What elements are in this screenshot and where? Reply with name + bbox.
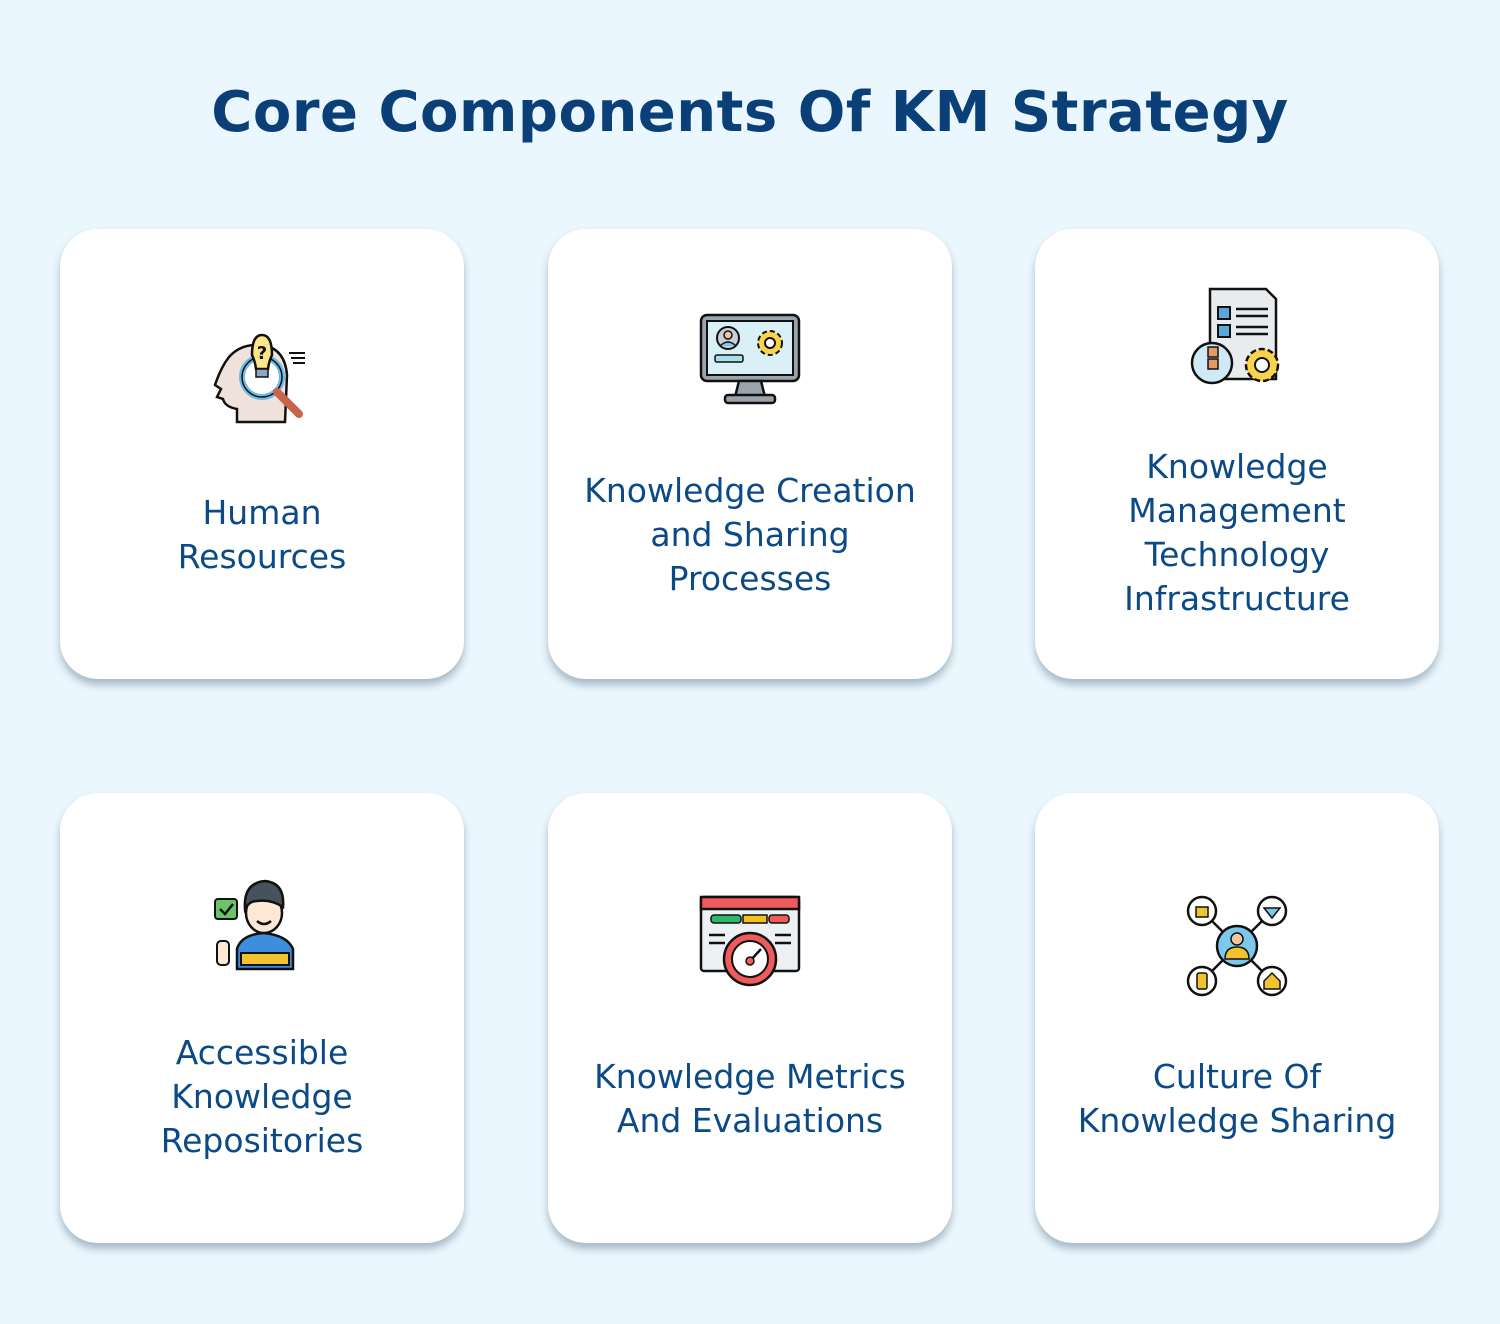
page-title: Core Components Of KM Strategy (211, 80, 1289, 145)
dashboard-speedometer-icon (699, 895, 801, 987)
card-label: Accessible Knowledge Repositories (160, 1033, 364, 1160)
card-label: Knowledge Metrics And Evaluations (594, 1057, 906, 1140)
card-human-resources: ? Human Resources (60, 229, 464, 679)
card-knowledge-creation: Knowledge Creation and Sharing Processes (548, 229, 952, 679)
head-idea-search-icon: ? (213, 333, 305, 424)
card-knowledge-metrics: Knowledge Metrics And Evaluations (548, 793, 952, 1243)
monitor-user-gear-icon (699, 313, 801, 405)
person-thumbs-up-icon (214, 879, 295, 971)
checklist-document-gear-icon (1190, 287, 1280, 385)
card-knowledge-culture: Culture Of Knowledge Sharing (1035, 793, 1439, 1243)
card-accessible-repositories: Accessible Knowledge Repositories (60, 793, 464, 1243)
card-label: Human Resources (177, 493, 347, 576)
card-km-technology: Knowledge Management Technology Infrastr… (1035, 229, 1439, 679)
card-label: Knowledge Management Technology Infrastr… (1124, 447, 1350, 618)
svg-text:?: ? (257, 343, 267, 364)
card-label: Knowledge Creation and Sharing Processes (584, 471, 916, 598)
network-people-icon (1186, 895, 1288, 997)
card-label: Culture Of Knowledge Sharing (1077, 1057, 1397, 1140)
